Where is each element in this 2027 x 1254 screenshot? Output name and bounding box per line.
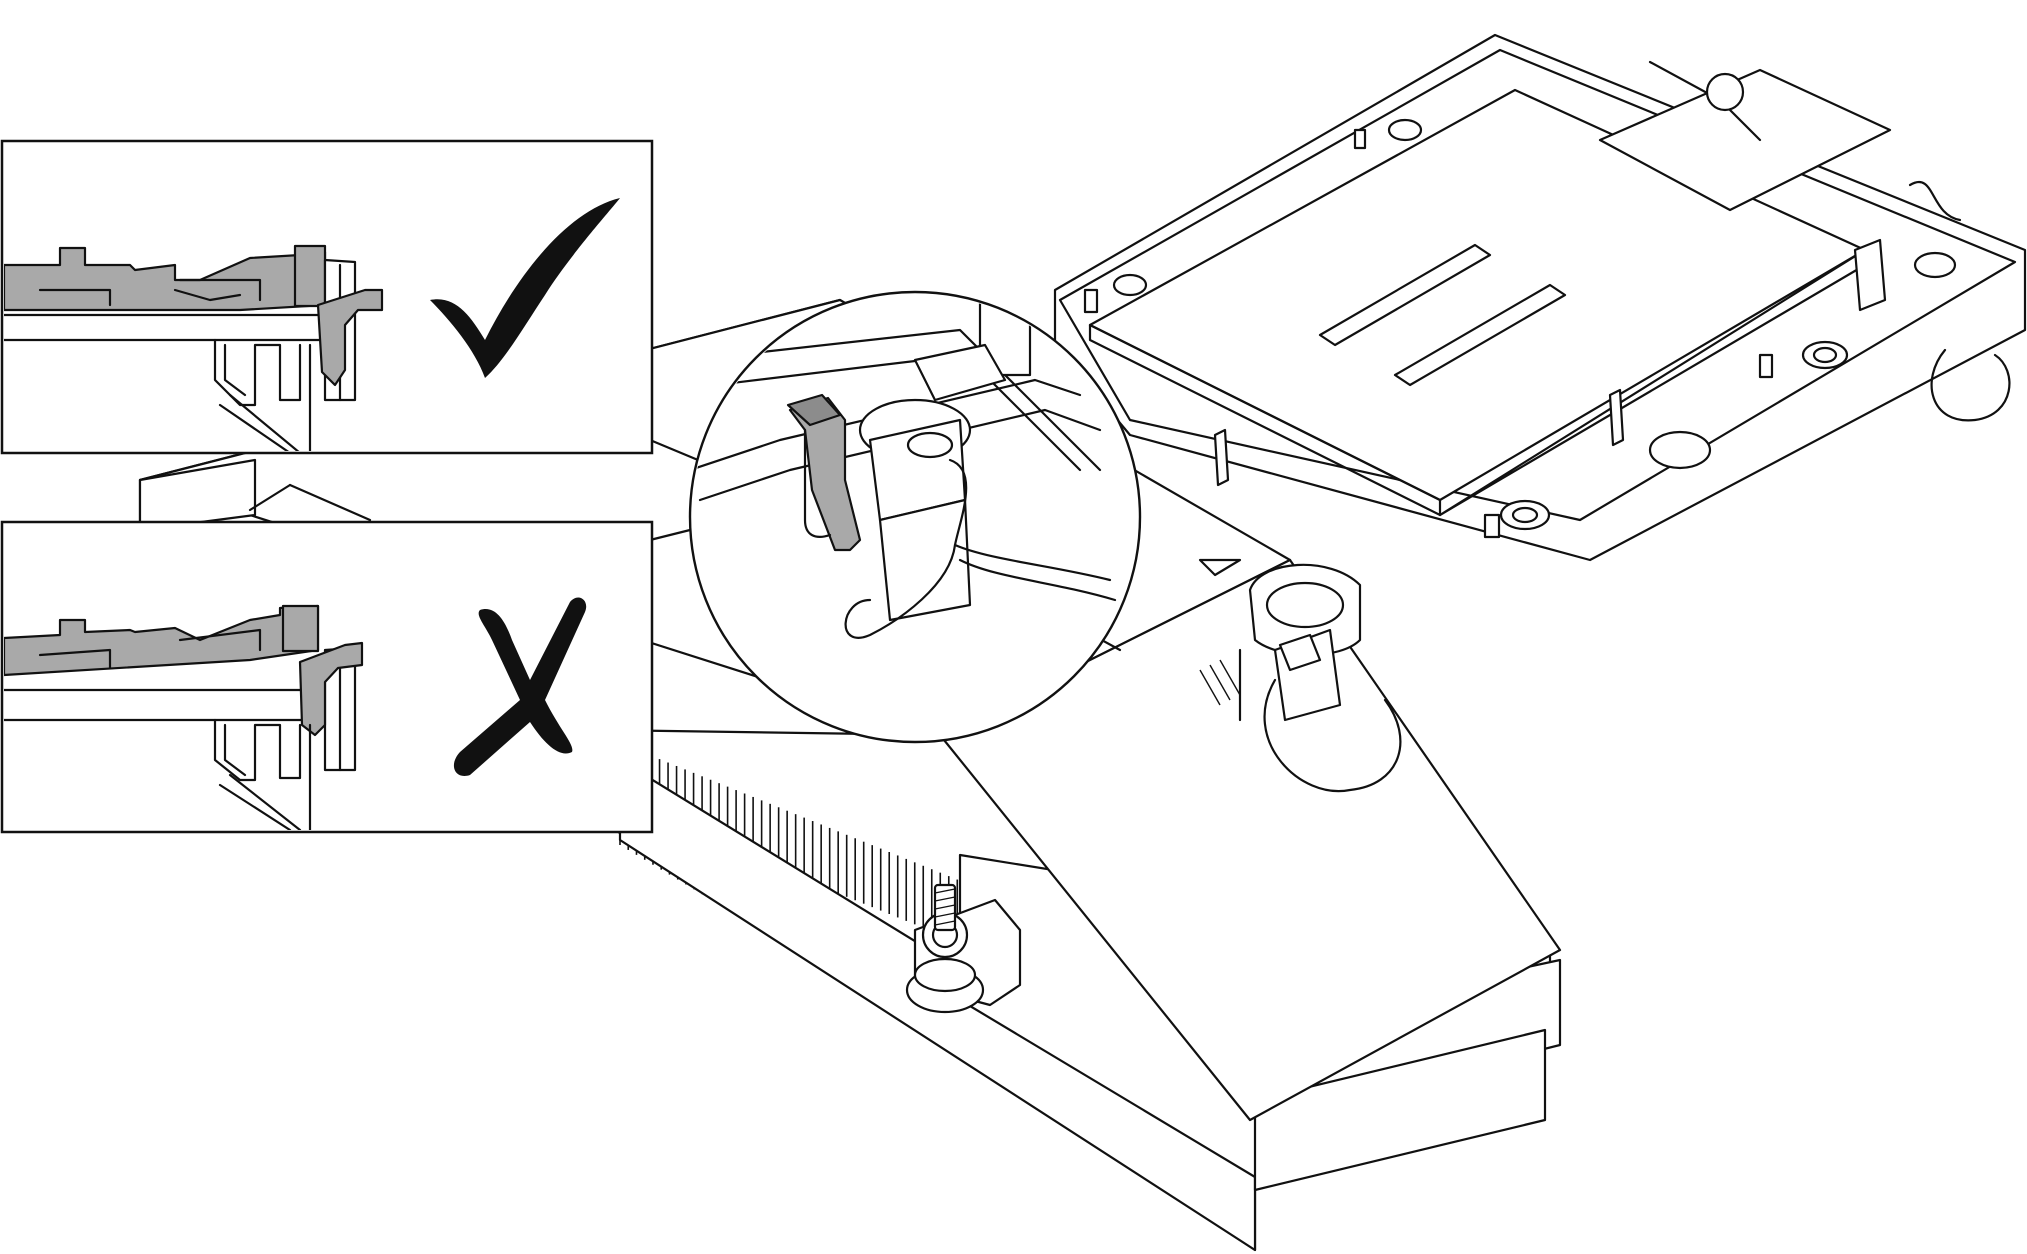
correct-post bbox=[293, 244, 327, 308]
heat-sink-front-face bbox=[938, 558, 1562, 1122]
inset-incorrect bbox=[0, 520, 654, 834]
inset-correct bbox=[0, 139, 654, 455]
x-mark-icon bbox=[453, 597, 587, 776]
lid-marking-2 bbox=[1393, 283, 1567, 387]
carrier-clip-left bbox=[1213, 428, 1230, 487]
correct-latch bbox=[316, 288, 384, 387]
incorrect-post bbox=[281, 604, 320, 653]
processor-carrier bbox=[1053, 33, 2027, 577]
magnified-latch-grey bbox=[788, 396, 862, 552]
check-mark-icon bbox=[430, 198, 620, 378]
heat-sink-base-lower-edge bbox=[1253, 1028, 1547, 1192]
latch-detail-circle bbox=[688, 290, 1142, 744]
heat-sink-end-cap bbox=[138, 458, 257, 532]
pin1-marker bbox=[1198, 558, 1242, 577]
carrier-clip-center bbox=[1608, 388, 1625, 447]
lid-marking-1 bbox=[1318, 243, 1492, 347]
incorrect-carrier-grey bbox=[4, 604, 320, 677]
carrier-clip-right bbox=[1853, 238, 1887, 312]
incorrect-latch bbox=[298, 641, 364, 737]
heat-sink-latch bbox=[1199, 563, 1402, 793]
captive-screw bbox=[905, 883, 1022, 1014]
